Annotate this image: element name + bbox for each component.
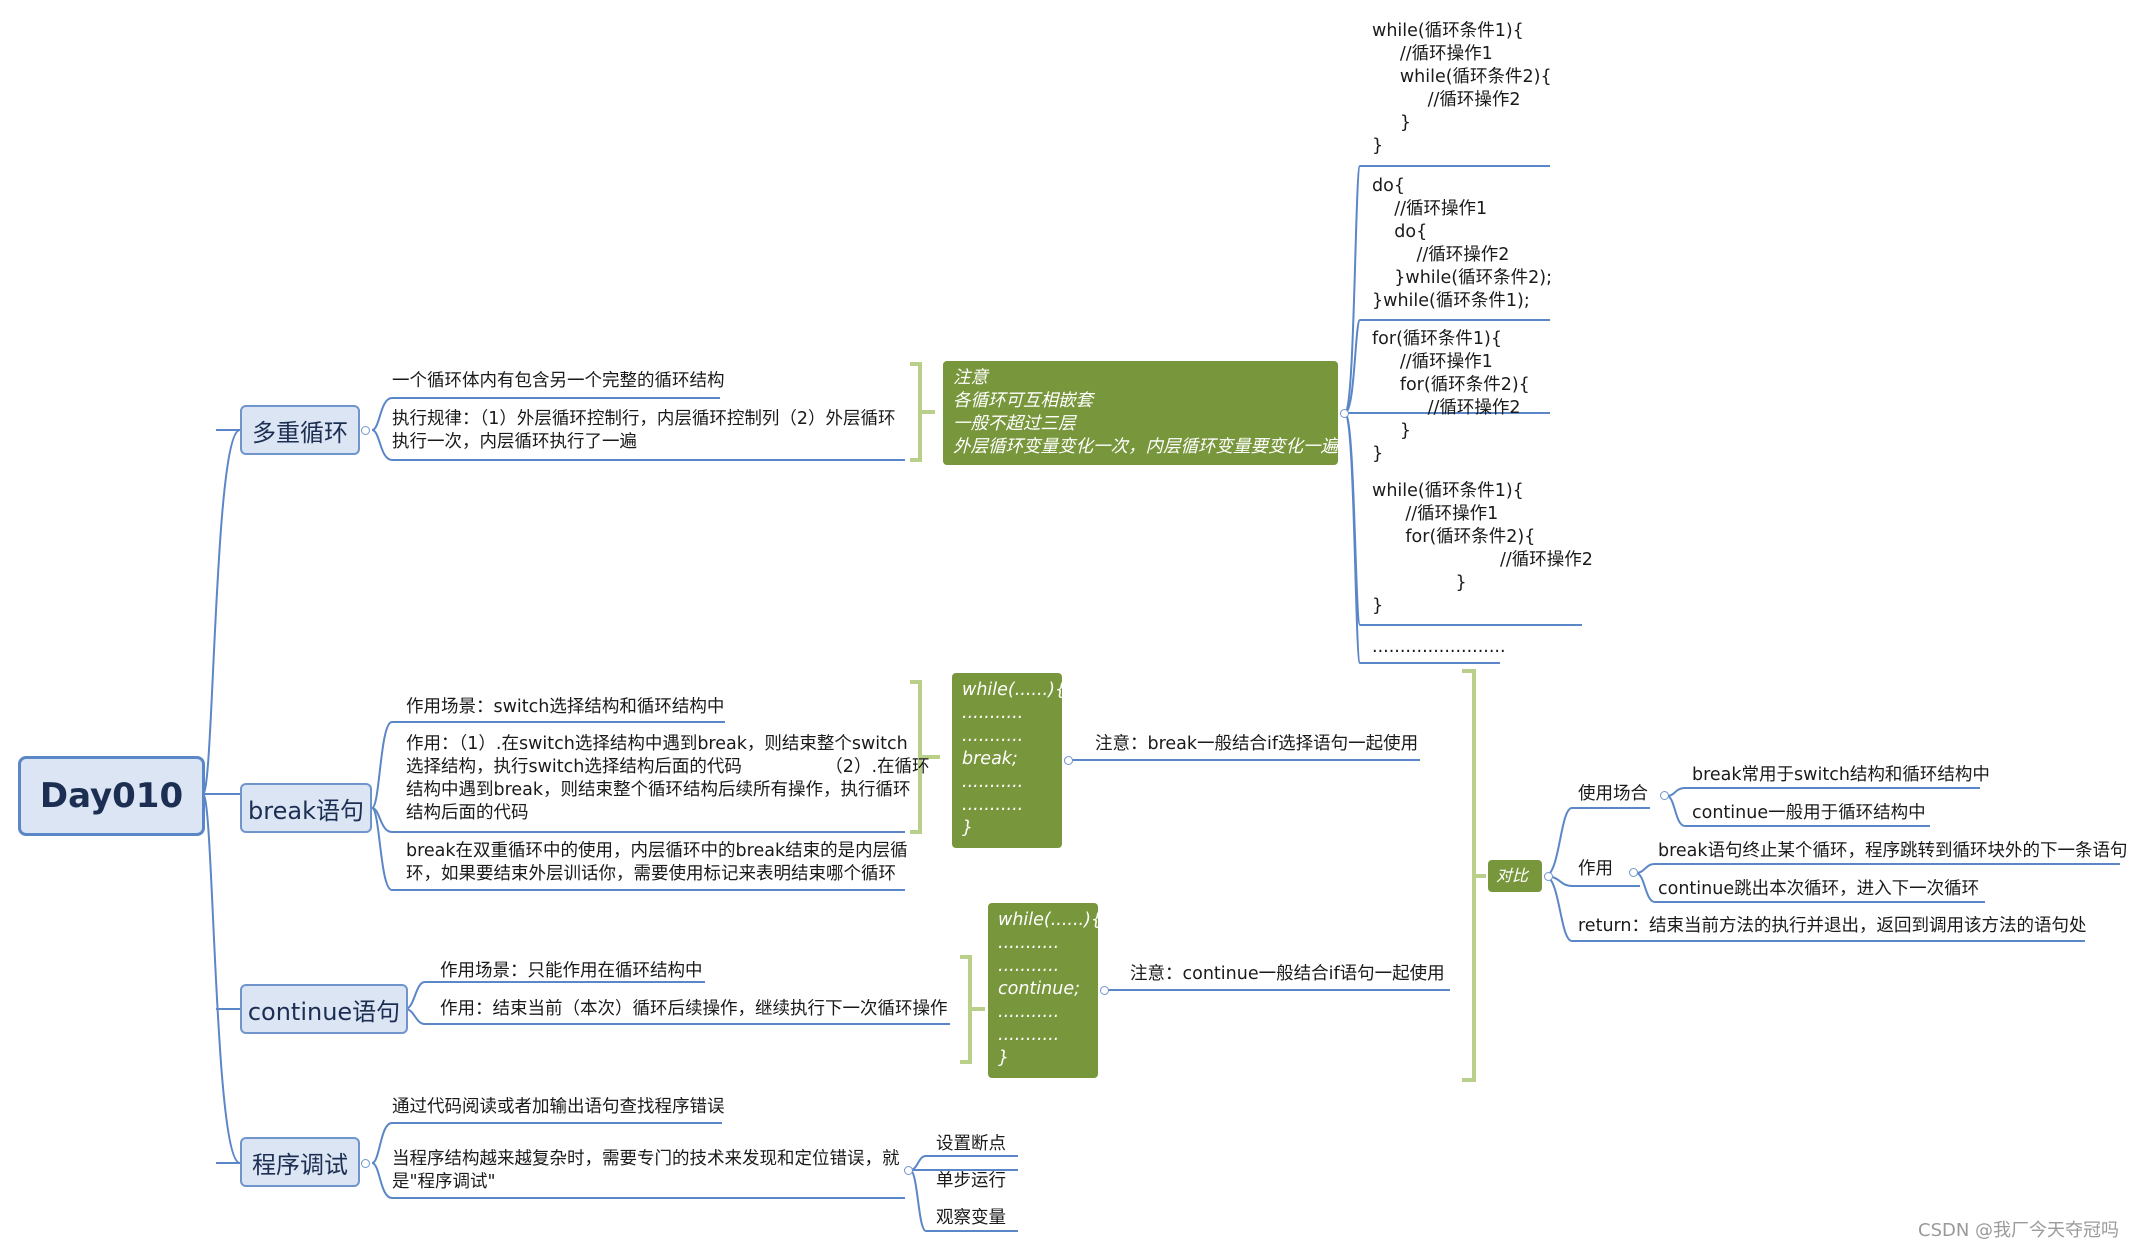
topic-continue-label: continue语句	[247, 997, 401, 1026]
compare-use-break: break常用于switch结构和循环结构中	[1692, 765, 1990, 785]
multi-note-box[interactable]: 注意 各循环可互相嵌套 一般不超过三层 外层循环变量变化一次，内层循环变量要变化…	[943, 361, 1338, 465]
break-scene: 作用场景：switch选择结构和循环结构中	[406, 697, 725, 717]
continue-effect: 作用：结束当前（本次）循环后续操作，继续执行下一次循环操作	[440, 999, 948, 1019]
compare-use-label: 使用场合	[1578, 784, 1648, 804]
collapse-dot-multi[interactable]	[361, 426, 370, 435]
topic-debug-label: 程序调试	[252, 1150, 348, 1179]
debug-read: 通过代码阅读或者加输出语句查找程序错误	[392, 1097, 725, 1117]
topic-debug[interactable]: 程序调试	[240, 1137, 360, 1187]
debug-step: 单步运行	[936, 1171, 1006, 1191]
root-label: Day010	[39, 776, 184, 816]
root-node[interactable]: Day010	[18, 756, 205, 836]
break-effect: 作用：（1）.在switch选择结构中遇到break，则结束整个switch 选…	[406, 734, 930, 823]
code-do-do: do{ //循环操作1 do{ //循环操作2 }while(循环条件2); }…	[1372, 176, 1552, 311]
compare-act-continue: continue跳出本次循环，进入下一次循环	[1658, 879, 1980, 899]
continue-code-box[interactable]: while(......){ ........... ........... c…	[988, 903, 1102, 1078]
topic-continue[interactable]: continue语句	[240, 984, 408, 1034]
code-while-for: while(循环条件1){ //循环操作1 for(循环条件2){ //循环操作…	[1372, 481, 1593, 616]
topic-break[interactable]: break语句	[240, 783, 372, 833]
multi-definition: 一个循环体内有包含另一个完整的循环结构	[392, 371, 725, 391]
break-note: 注意：break一般结合if选择语句一起使用	[1095, 734, 1419, 754]
compare-return: return：结束当前方法的执行并退出，返回到调用该方法的语句处	[1578, 916, 2087, 936]
continue-scene: 作用场景：只能作用在循环结构中	[440, 961, 703, 981]
debug-definition: 当程序结构越来越复杂时，需要专门的技术来发现和定位错误，就 是"程序调试"	[392, 1149, 900, 1192]
collapse-dot-continue-code[interactable]	[1100, 986, 1109, 995]
compare-use-continue: continue一般用于循环结构中	[1692, 803, 1926, 823]
compare-act-break: break语句终止某个循环，程序跳转到循环块外的下一条语句	[1658, 841, 2128, 861]
continue-note: 注意：continue一般结合if语句一起使用	[1130, 964, 1445, 984]
topic-break-label: break语句	[248, 796, 364, 825]
compare-act-label: 作用	[1578, 859, 1613, 879]
collapse-dot-compare[interactable]	[1544, 872, 1553, 881]
break-nested: break在双重循环中的使用，内层循环中的break结束的是内层循 环，如果要结…	[406, 841, 908, 884]
debug-breakpoint: 设置断点	[936, 1134, 1006, 1154]
topic-multi-loop-label: 多重循环	[252, 418, 348, 447]
watermark: CSDN @我厂今天夺冠吗	[1918, 1220, 2120, 1241]
multi-rule: 执行规律：（1）外层循环控制行，内层循环控制列（2）外层循环 执行一次，内层循环…	[392, 409, 896, 452]
code-while-while: while(循环条件1){ //循环操作1 while(循环条件2){ //循环…	[1372, 21, 1552, 156]
code-for-for: for(循环条件1){ //循环操作1 for(循环条件2){ //循环操作2 …	[1372, 329, 1530, 464]
collapse-dot-act[interactable]	[1629, 868, 1638, 877]
collapse-dot-break-code[interactable]	[1064, 756, 1073, 765]
collapse-dot-use[interactable]	[1660, 791, 1669, 800]
collapse-dot-debug-steps[interactable]	[904, 1166, 913, 1175]
debug-watch: 观察变量	[936, 1208, 1006, 1228]
collapse-dot-note[interactable]	[1340, 409, 1349, 418]
compare-node[interactable]: 对比	[1488, 860, 1542, 892]
code-ellipsis: ........................	[1372, 637, 1506, 657]
break-code-box[interactable]: while(......){ ........... ........... b…	[952, 673, 1066, 848]
collapse-dot-debug[interactable]	[361, 1159, 370, 1168]
topic-multi-loop[interactable]: 多重循环	[240, 405, 360, 455]
